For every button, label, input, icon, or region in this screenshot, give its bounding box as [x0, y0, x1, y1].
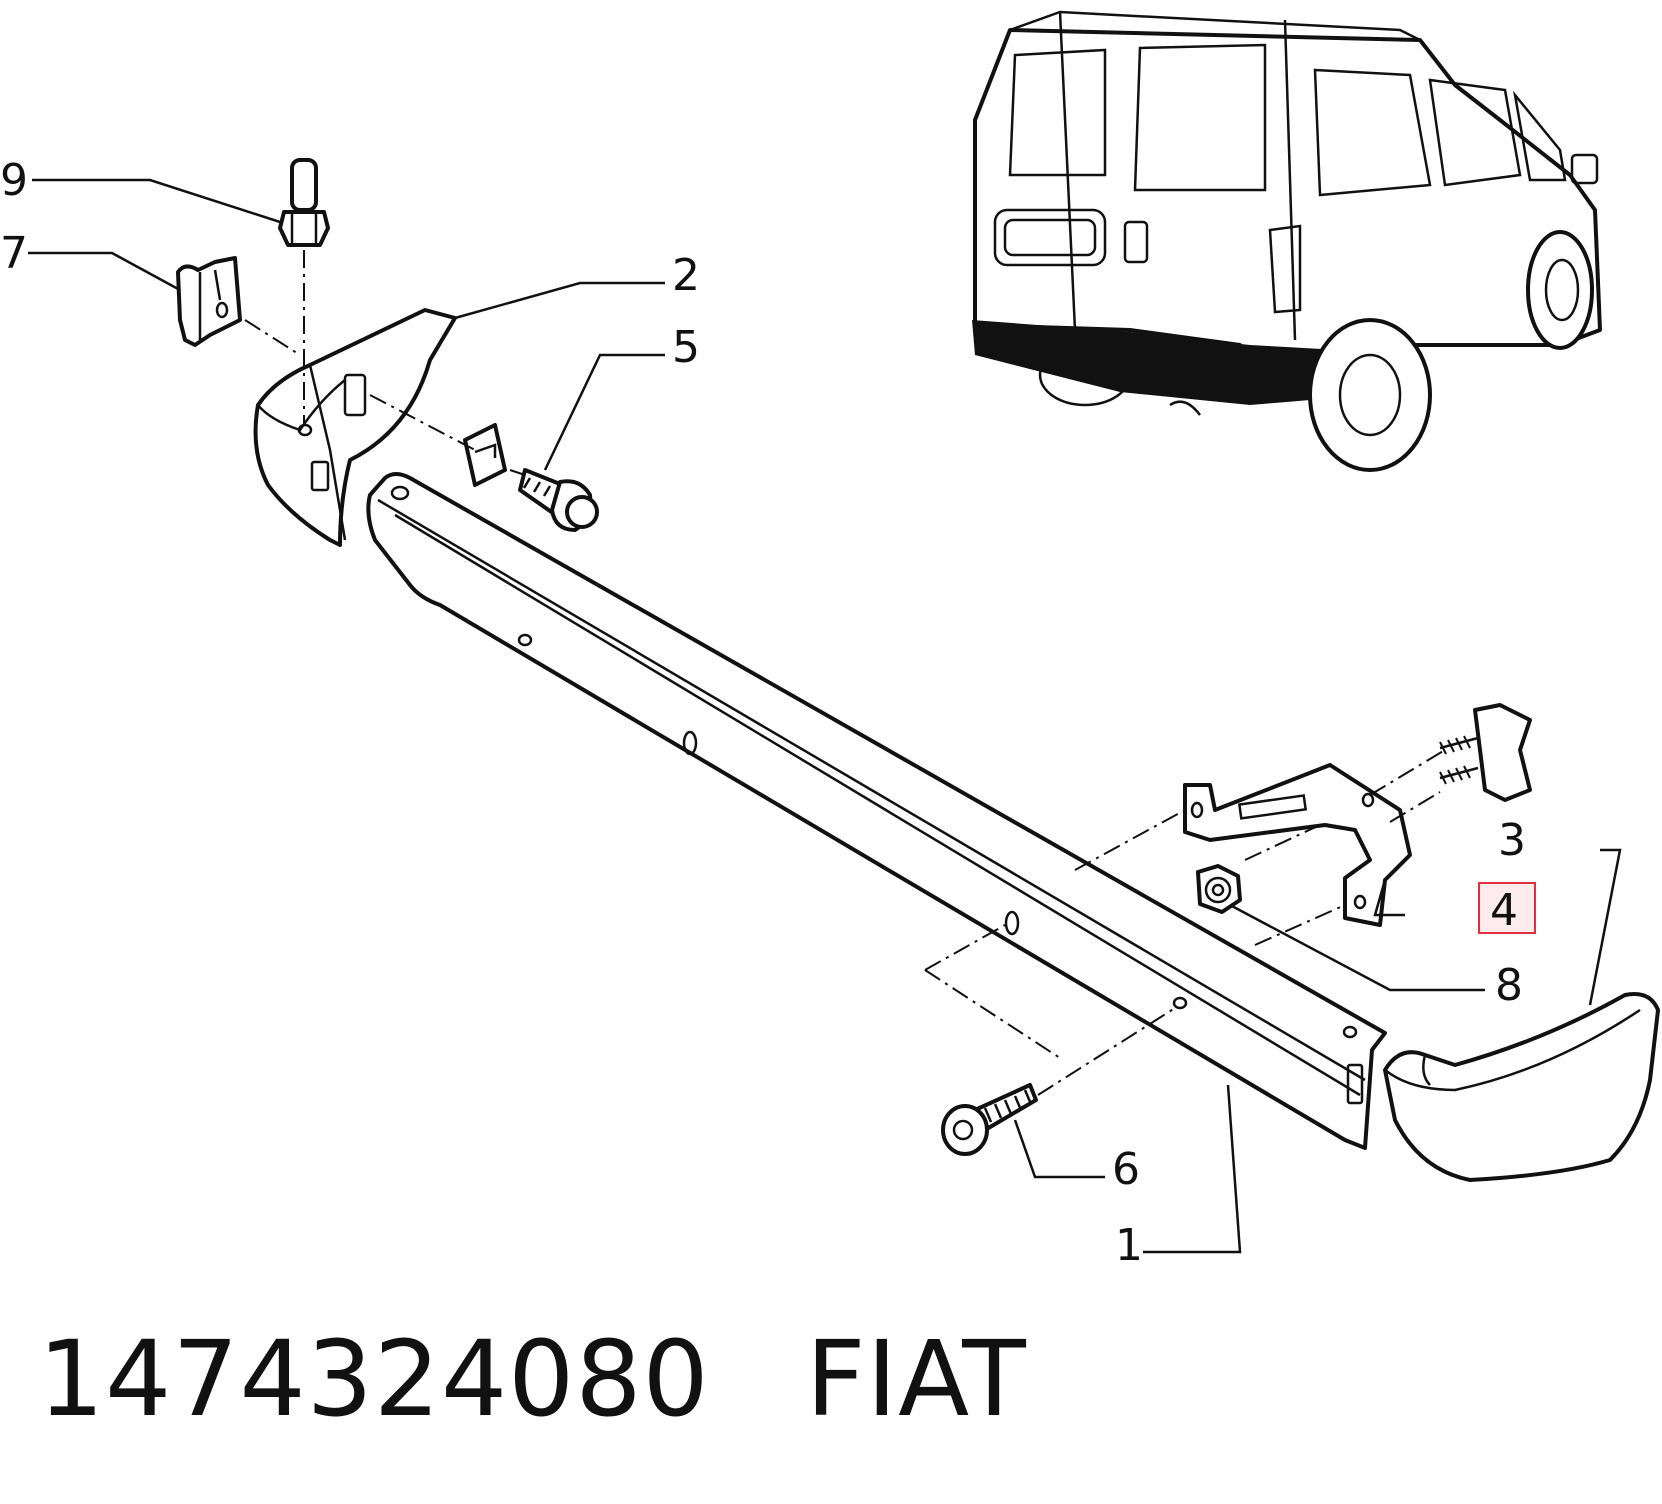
- flange-nut: [1196, 864, 1242, 914]
- part-number: 1474324080: [38, 1318, 710, 1440]
- callout-8: 8: [1495, 960, 1523, 1011]
- callout-3: 3: [1498, 815, 1526, 866]
- right-end-cap: [1383, 992, 1660, 1182]
- chassis-plate-with-studs: [1439, 703, 1532, 802]
- left-end-cap: [253, 308, 457, 547]
- leader-lines: [28, 178, 1622, 1254]
- bumper-bar: [366, 472, 1387, 1150]
- mounting-bracket: [1183, 763, 1412, 927]
- callout-4-highlight: [1478, 882, 1536, 934]
- screw-part-5: [518, 468, 599, 532]
- callout-6: 6: [1112, 1144, 1140, 1195]
- van-illustration: [972, 10, 1602, 472]
- callout-labels: 9 7 2 5 3 4 8 6 1: [0, 155, 1526, 1271]
- callout-5: 5: [672, 322, 700, 373]
- callout-4: 4: [1490, 885, 1518, 936]
- screw-part-6: [941, 1083, 1038, 1156]
- clip-plate: [463, 423, 507, 487]
- callout-9: 9: [0, 155, 28, 206]
- brand-name: FIAT: [805, 1318, 1027, 1440]
- callout-2: 2: [672, 250, 700, 301]
- callout-7: 7: [0, 228, 28, 279]
- stud-part-9: [278, 158, 330, 247]
- footer-caption: 1474324080 FIAT: [38, 1318, 1027, 1440]
- assembly-lines: [244, 250, 1446, 1096]
- clip-part-7: [176, 256, 242, 347]
- callout-1: 1: [1115, 1220, 1143, 1271]
